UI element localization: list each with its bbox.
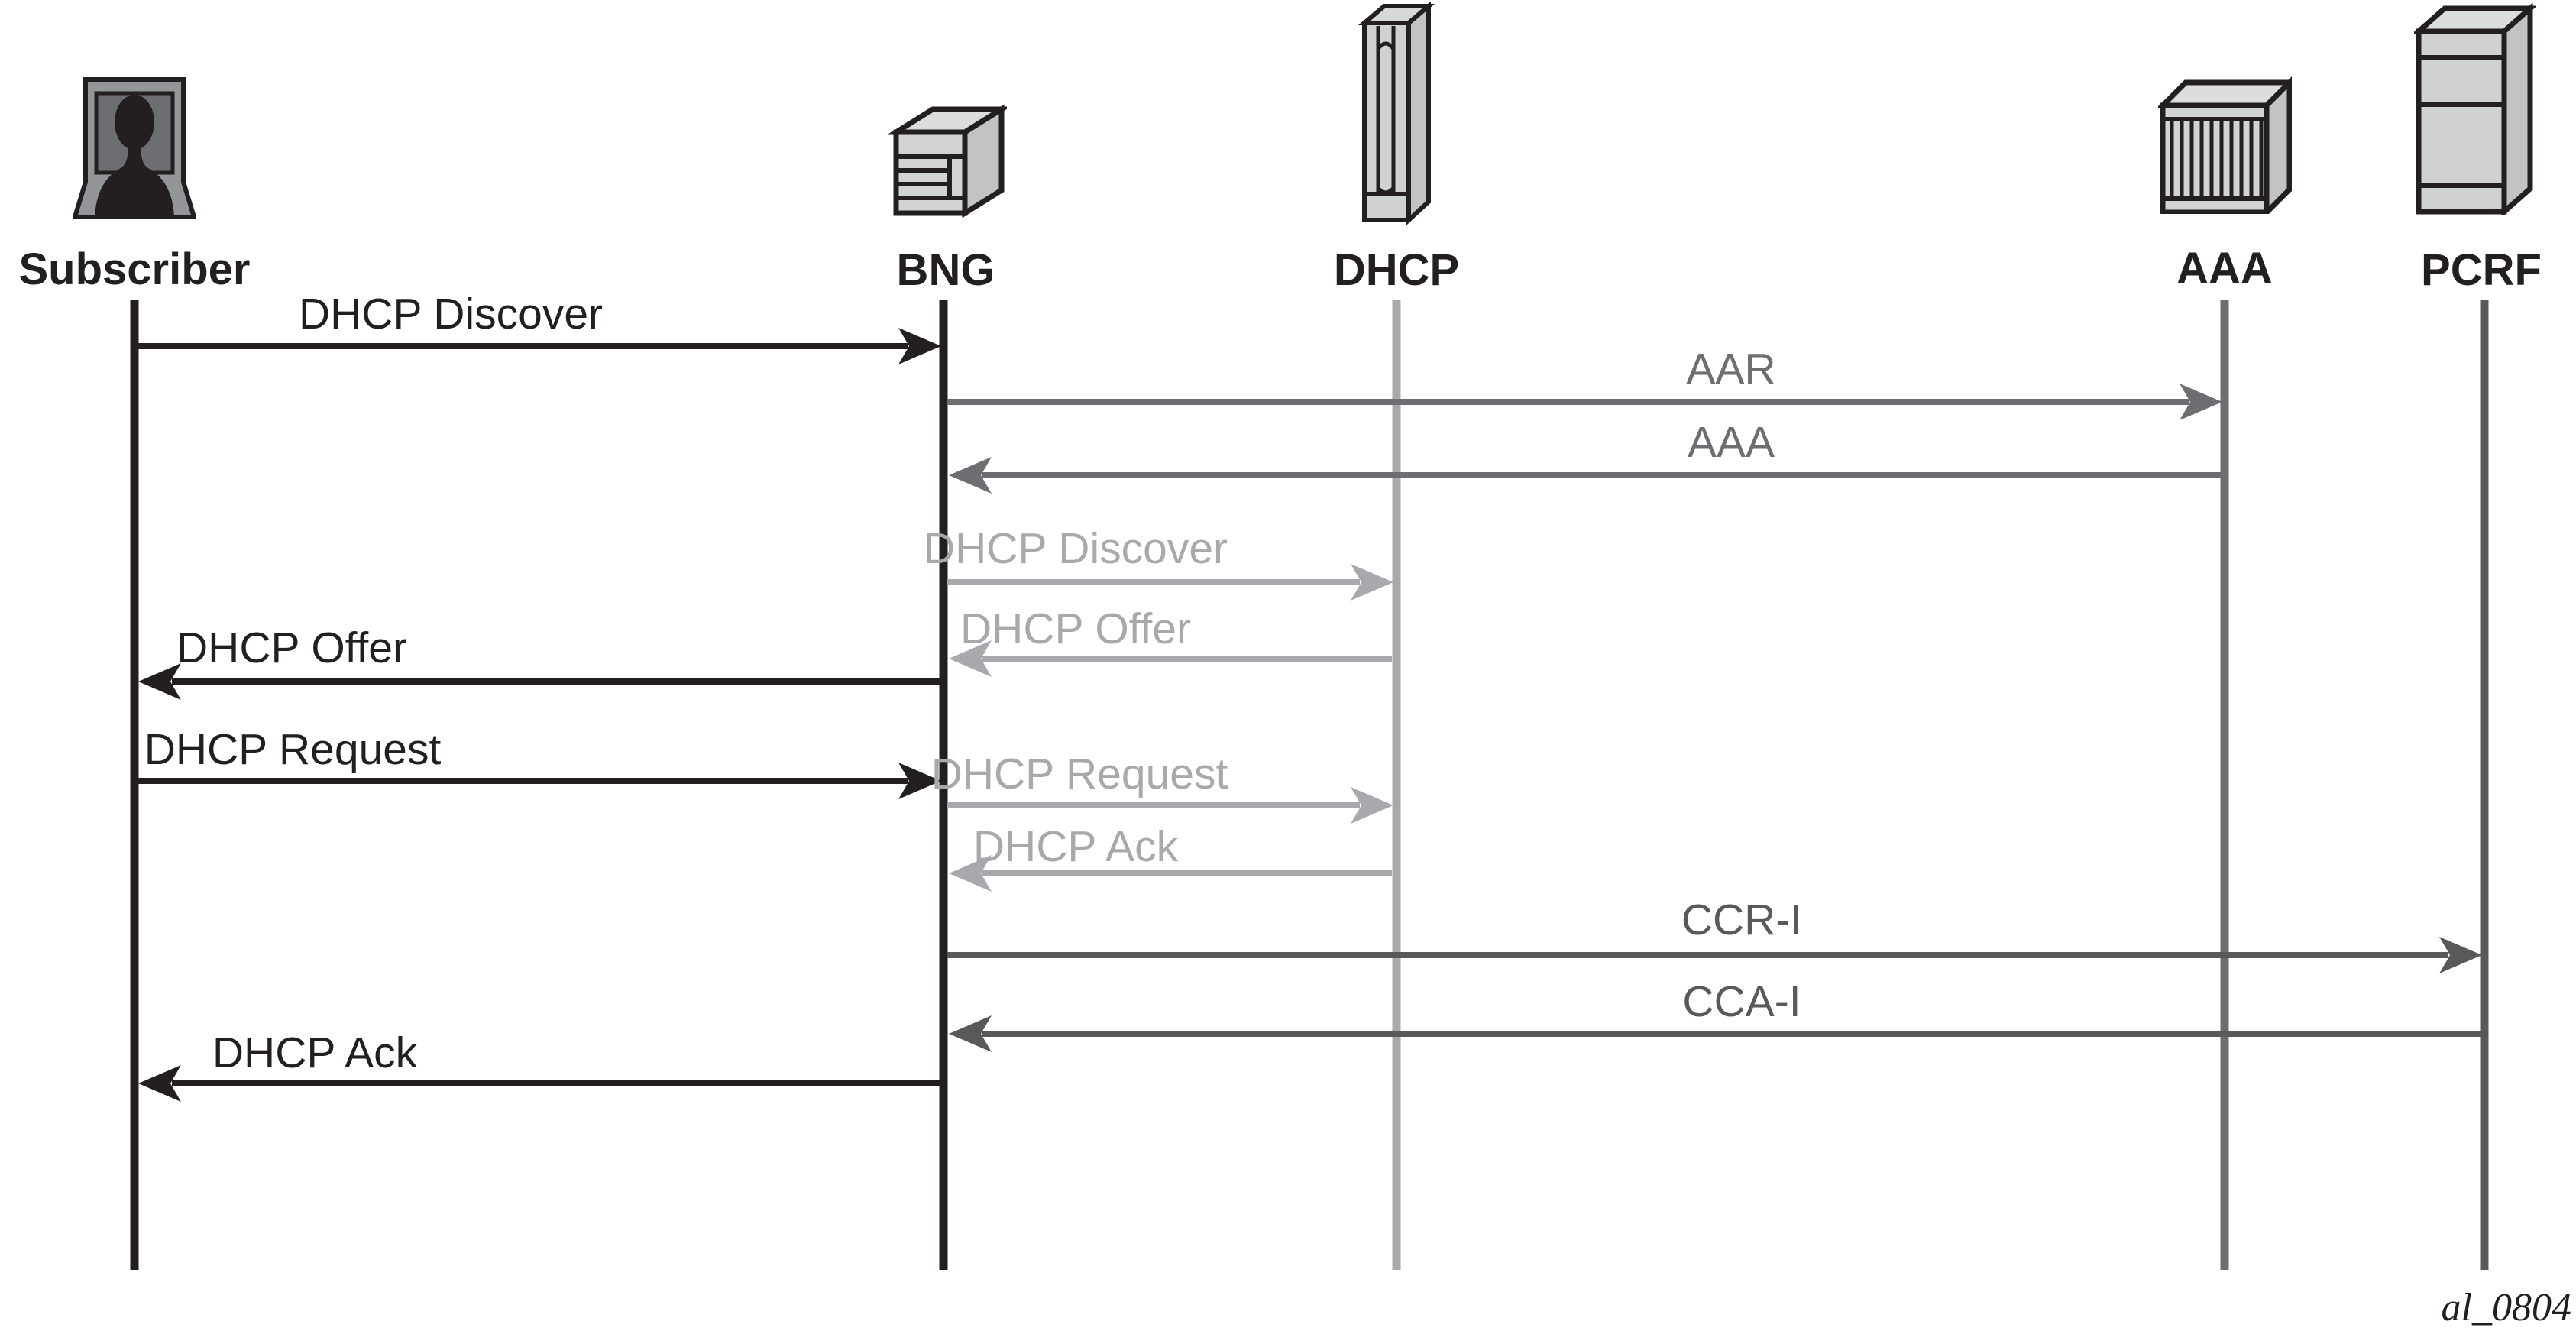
arrow-dhcp-request-bng-to-dhcp — [947, 787, 1393, 824]
message-label-aar: AAR — [1686, 345, 1776, 393]
actor-label-subscriber: Subscriber — [18, 245, 251, 294]
message-label-dhcp-ack-relay: DHCP Ack — [972, 822, 1179, 871]
server-icon — [2414, 2, 2536, 215]
actor-label-aaa: AAA — [2176, 244, 2273, 293]
message-label-dhcp-discover-relay: DHCP Discover — [923, 524, 1228, 573]
message-label-dhcp-ack-sub: DHCP Ack — [212, 1028, 418, 1077]
arrow-dhcp-ack-dhcp-to-bng — [949, 855, 1392, 892]
figure-id-watermark: al_0804 — [2441, 1286, 2571, 1329]
message-label-dhcp-offer-relay: DHCP Offer — [960, 604, 1191, 653]
subscriber-terminal-icon — [73, 77, 196, 219]
arrow-dhcp-offer-dhcp-to-bng — [949, 640, 1392, 677]
arrow-dhcp-offer-bng-to-sub — [138, 663, 940, 700]
arrow-ccr-i-bng-to-pcrf — [947, 937, 2482, 973]
arrow-aar-bng-to-aaa — [947, 384, 2222, 420]
message-label-aaa: AAA — [1687, 418, 1775, 467]
message-label-dhcp-request-sub: DHCP Request — [144, 725, 442, 774]
arrow-dhcp-discover-sub-to-bng — [138, 328, 941, 364]
arrow-cca-i-pcrf-to-bng — [949, 1015, 2481, 1052]
message-label-ccr-i: CCR-I — [1681, 895, 1803, 944]
arrow-dhcp-discover-bng-to-dhcp — [947, 564, 1393, 601]
message-label-dhcp-offer-sub: DHCP Offer — [176, 623, 407, 672]
arrow-aaa-aaa-to-bng — [949, 457, 2221, 494]
arrow-dhcp-request-sub-to-bng — [138, 763, 941, 799]
message-label-dhcp-discover-sub: DHCP Discover — [298, 290, 604, 338]
arrow-dhcp-ack-bng-to-sub — [138, 1065, 940, 1102]
chassis-icon — [2158, 76, 2292, 214]
server-tower-icon — [1358, 2, 1435, 225]
actor-label-dhcp: DHCP — [1333, 245, 1460, 295]
message-label-cca-i: CCA-I — [1682, 977, 1801, 1026]
actor-label-bng: BNG — [896, 245, 995, 295]
actor-label-pcrf: PCRF — [2421, 245, 2542, 295]
message-label-dhcp-request-relay: DHCP Request — [930, 750, 1228, 798]
router-icon — [888, 104, 1007, 218]
